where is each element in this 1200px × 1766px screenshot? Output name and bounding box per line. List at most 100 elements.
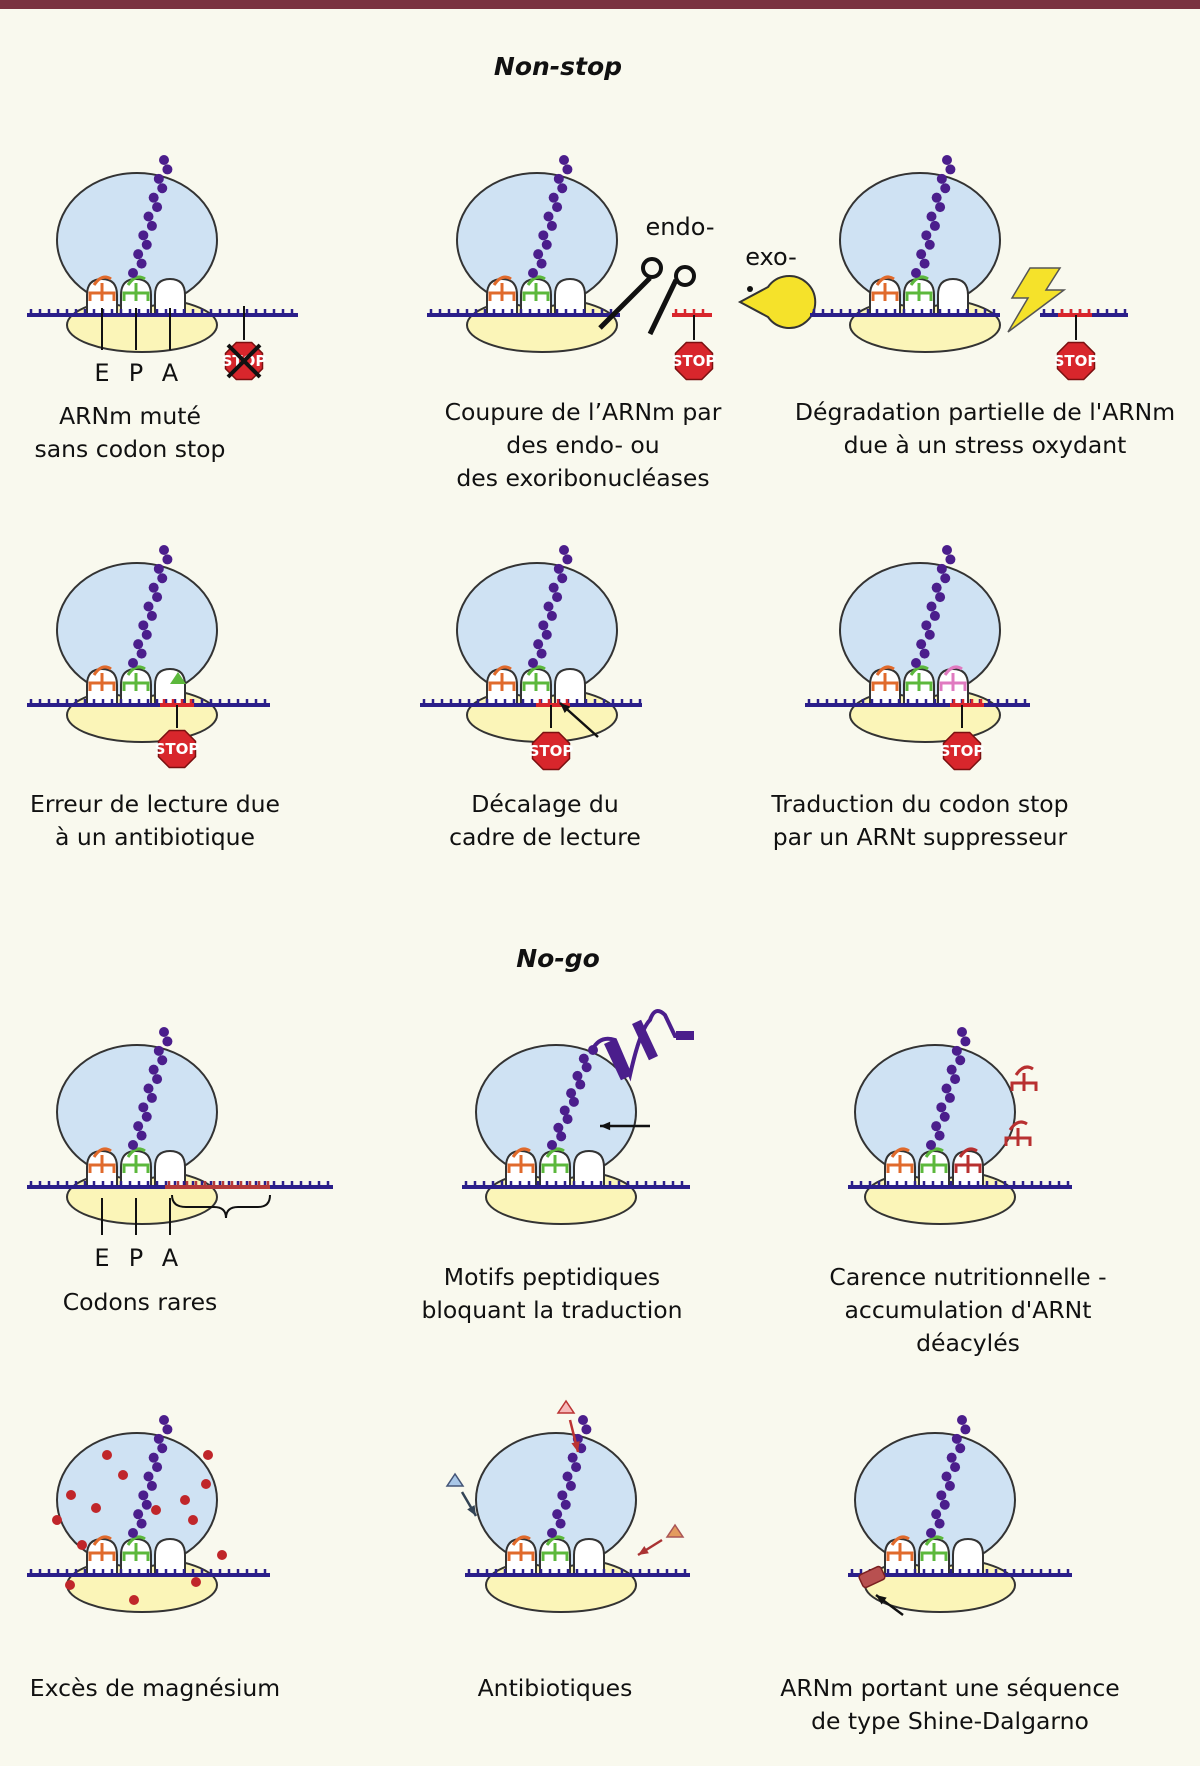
amino-acid [946,1064,957,1075]
magnesium-ion [188,1515,198,1525]
amino-acid [533,249,544,260]
caption-line: cadre de lecture [449,823,641,851]
amino-acid [565,1480,576,1491]
trna-p-loop [909,665,929,676]
trna-e-loop [92,1535,112,1546]
trna-p-loop [924,1147,944,1158]
stop-sign-label: STOP [529,742,574,760]
block-arrow-head [600,1121,611,1131]
amino-acid [157,183,168,194]
amino-acid [931,582,942,593]
trna-p-arm [920,1551,948,1561]
amino-acid [552,592,563,603]
amino-acid [950,1074,961,1085]
amino-acid [541,629,552,640]
amino-acid [528,268,538,278]
amino-acid [543,601,554,612]
caption-line: Codons rares [62,1288,218,1316]
amino-acid [136,1518,147,1529]
amino-acid [128,1528,138,1538]
trna-p-loop [924,1535,944,1546]
magnesium-ion [203,1450,213,1460]
panel-suppressor-trna: STOP [805,545,1030,771]
amino-acid [133,1121,144,1132]
amino-acid [936,1102,947,1113]
amino-acid [546,220,557,231]
trna-p-arm [122,681,150,691]
amino-acid [138,1102,149,1113]
antibiotic-orange-icon [665,1523,685,1538]
stop-sign-label: STOP [672,352,717,370]
amino-acid [138,230,149,241]
amino-acid [146,610,157,621]
stop-sign-icon [157,729,197,769]
trna-e-loop [511,1535,531,1546]
amino-acid [578,1053,589,1064]
caption-9: Carence nutritionnelle -accumulation d'A… [808,1261,1128,1360]
amino-acid [946,1452,957,1463]
amino-acid [128,658,138,668]
amino-acid [552,202,563,213]
amino-acid [926,211,937,222]
amino-acid [911,268,921,278]
caption-7: Codons rares [40,1286,240,1319]
amino-acid [153,1433,164,1444]
antibiotic-red-icon [556,1399,576,1414]
caption-line: accumulation d'ARNt [844,1296,1092,1324]
pacman-eye [747,286,753,292]
amino-acid [950,1462,961,1473]
lightning-icon [1007,267,1067,333]
amino-acid [944,1092,955,1103]
amino-acid [960,1424,971,1435]
magnesium-ion [102,1450,112,1460]
amino-acid [562,164,573,175]
amino-acid [919,648,930,659]
trna-p-loop [909,275,929,286]
amino-acid [940,183,951,194]
amino-acid [157,1443,168,1454]
amino-acid [538,230,549,241]
caption-line: Traduction du codon stop [771,790,1069,818]
amino-acid [141,239,152,250]
amino-acid [921,620,932,631]
deacylated-trna-arm [954,1163,982,1173]
trna-e-arm [88,1163,116,1173]
amino-acid [141,1499,152,1510]
free-trna-loop [1008,1120,1028,1131]
trna-p-arm [122,1551,150,1561]
amino-acid [157,1055,168,1066]
amino-acid [559,545,569,555]
trna-p-loop [545,1147,565,1158]
brace [171,1194,271,1219]
antibiotic-arrow-head [638,1545,649,1555]
trna-p-arm [920,1163,948,1173]
amino-acid [957,1027,967,1037]
trna-e-loop [511,1147,531,1158]
ribosome-site-a [573,1537,605,1575]
ribosome-site-a [154,277,186,315]
amino-acid [957,1415,967,1425]
amino-acid [581,1062,592,1073]
trna-e-loop [92,665,112,676]
frameshift-arrow-head [560,703,571,713]
caption-line: des endo- ou [506,431,660,459]
magnesium-ion [129,1595,139,1605]
trna-p-arm [905,681,933,691]
amino-acid [929,610,940,621]
caption-line: due à un stress oxydant [843,431,1127,459]
amino-acid [152,202,163,213]
amino-acid [138,1490,149,1501]
trna-e-arm [507,1551,535,1561]
amino-acid [148,1452,159,1463]
free-trna-arm [1010,1081,1038,1091]
antibiotic-arrow-head [571,1441,580,1452]
antibiotic-blue-icon [445,1472,465,1487]
amino-acid [936,1490,947,1501]
amino-acid [944,1480,955,1491]
amino-acid [568,1096,579,1107]
